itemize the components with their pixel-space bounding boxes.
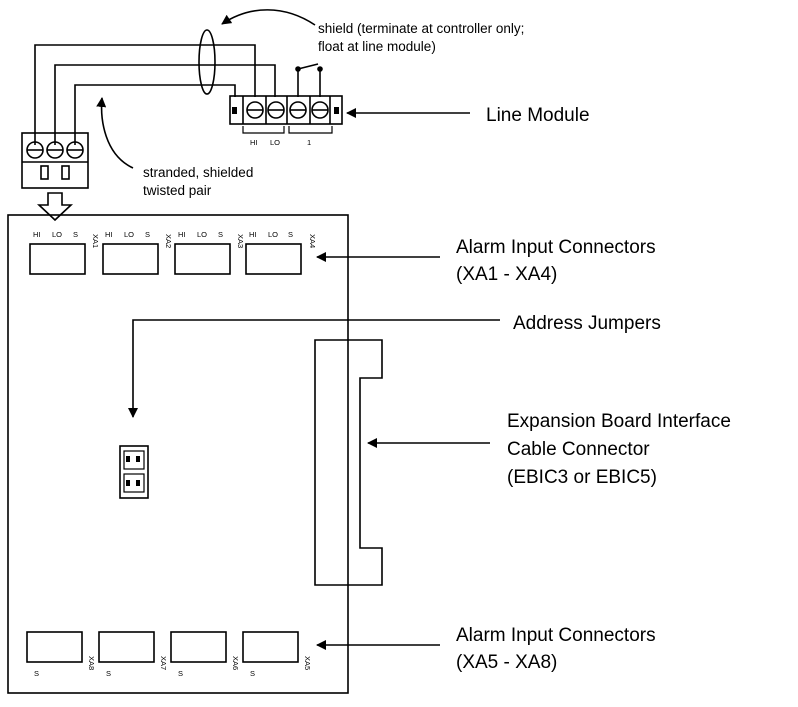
xa1-lo-label: LO bbox=[52, 230, 62, 239]
expansion-label-line3: (EBIC3 or EBIC5) bbox=[507, 467, 657, 488]
connector-xa3 bbox=[174, 243, 231, 275]
connector-xa2 bbox=[102, 243, 159, 275]
line-module-jumper bbox=[295, 63, 323, 97]
address-jumper-block bbox=[119, 445, 149, 499]
xa2-id: XA2 bbox=[164, 234, 173, 248]
xa8-id: XA8 bbox=[87, 656, 96, 670]
xa2-s-label: S bbox=[145, 230, 150, 239]
expansion-cable-connector bbox=[314, 339, 383, 586]
connector-xa4 bbox=[245, 243, 302, 275]
xa1-hi-label: HI bbox=[33, 230, 41, 239]
expansion-label-line1: Expansion Board Interface bbox=[507, 411, 731, 432]
controller-board bbox=[7, 214, 349, 694]
top-alarm-connectors bbox=[29, 243, 302, 275]
alarm-top-label-line2: (XA1 - XA4) bbox=[456, 264, 557, 285]
xa5-s-label: S bbox=[250, 669, 255, 678]
xa5-id: XA5 bbox=[303, 656, 312, 670]
xa4-id: XA4 bbox=[308, 234, 317, 248]
expansion-label-line2: Cable Connector bbox=[507, 439, 650, 460]
xa8-s-label: S bbox=[34, 669, 39, 678]
xa7-id: XA7 bbox=[159, 656, 168, 670]
xa6-id: XA6 bbox=[231, 656, 240, 670]
connector-xa5 bbox=[242, 631, 299, 663]
xa2-hi-label: HI bbox=[105, 230, 113, 239]
line-module-lo-label: LO bbox=[270, 138, 280, 147]
cable-note-line1: stranded, shielded bbox=[143, 165, 253, 180]
plug-down-arrow bbox=[36, 192, 74, 222]
controller-plug bbox=[21, 132, 89, 189]
xa1-s-label: S bbox=[73, 230, 78, 239]
xa6-s-label: S bbox=[178, 669, 183, 678]
connector-xa8 bbox=[26, 631, 83, 663]
connector-xa7 bbox=[98, 631, 155, 663]
line-module-terminal-block bbox=[229, 95, 343, 134]
address-jumpers-leader bbox=[128, 319, 500, 418]
shield-note-line1: shield (terminate at controller only; bbox=[318, 21, 524, 36]
xa3-s-label: S bbox=[218, 230, 223, 239]
xa4-hi-label: HI bbox=[249, 230, 257, 239]
line-module-hi-label: HI bbox=[250, 138, 258, 147]
cable-note-line2: twisted pair bbox=[143, 183, 212, 198]
connector-xa1 bbox=[29, 243, 86, 275]
xa7-s-label: S bbox=[106, 669, 111, 678]
shield-note-line2: float at line module) bbox=[318, 39, 436, 54]
connector-xa6 bbox=[170, 631, 227, 663]
alarm-top-label-line1: Alarm Input Connectors bbox=[456, 237, 656, 258]
alarm-bottom-label-line1: Alarm Input Connectors bbox=[456, 625, 656, 646]
cable-wires bbox=[34, 44, 276, 145]
xa4-lo-label: LO bbox=[268, 230, 278, 239]
line-module-1-label: 1 bbox=[307, 138, 311, 147]
alarm-bottom-label-line2: (XA5 - XA8) bbox=[456, 652, 557, 673]
shield-arrow bbox=[221, 9, 316, 26]
xa3-id: XA3 bbox=[236, 234, 245, 248]
line-module-label: Line Module bbox=[486, 105, 590, 126]
xa1-id: XA1 bbox=[91, 234, 100, 248]
address-jumpers-label: Address Jumpers bbox=[513, 313, 661, 334]
xa3-hi-label: HI bbox=[178, 230, 186, 239]
xa3-lo-label: LO bbox=[197, 230, 207, 239]
cable-arrow bbox=[96, 97, 134, 169]
xa4-s-label: S bbox=[288, 230, 293, 239]
xa2-lo-label: LO bbox=[124, 230, 134, 239]
bottom-alarm-connectors bbox=[26, 631, 299, 663]
shield-oval bbox=[198, 29, 216, 95]
